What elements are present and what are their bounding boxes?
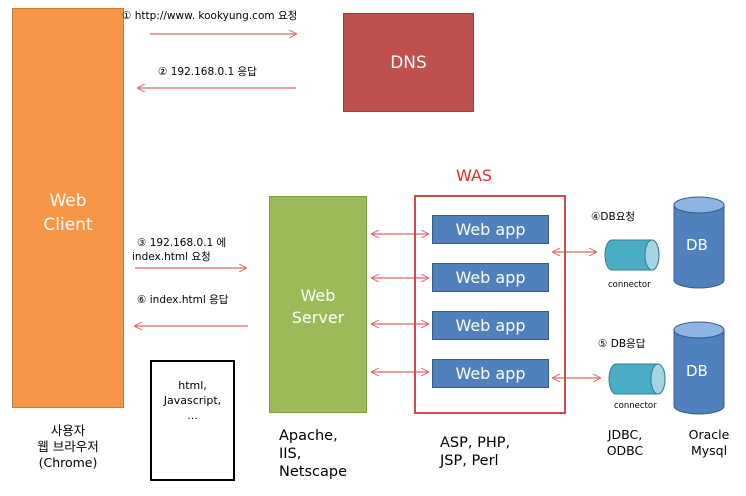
web-server-caption-line3: Netscape <box>279 464 347 480</box>
connector-label-2: connector <box>614 401 657 411</box>
was-caption: ASP, PHP, JSP, Perl <box>440 434 510 470</box>
connector-2 <box>608 363 666 395</box>
web-server-caption-line2: IIS, <box>279 446 302 462</box>
connector-caption-line1: JDBC, <box>607 427 643 442</box>
web-server-caption: Apache, IIS, Netscape <box>279 427 347 481</box>
db-cylinder-1 <box>673 196 725 289</box>
client-caption-line1: 사용자 <box>50 423 86 438</box>
web-app-label-4: Web app <box>455 364 526 383</box>
connector-label-1: connector <box>608 280 651 290</box>
connector-caption-line2: ODBC <box>606 443 644 458</box>
client-caption-line3: (Chrome) <box>38 455 98 470</box>
web-server-line2: Server <box>291 308 345 327</box>
step3-label-line2: index.html 요청 <box>132 251 211 263</box>
connector-1 <box>604 239 660 271</box>
db-caption-line1: Oracle <box>688 427 730 442</box>
step5-label: ⑤ DB응답 <box>598 338 646 350</box>
was-title: WAS <box>456 166 493 185</box>
db-label-1: DB <box>686 236 708 254</box>
web-server-box: Web Server <box>269 196 367 413</box>
step3-label-line1: ③ 192.168.0.1 에 <box>137 237 227 249</box>
web-server-line1: Web <box>300 286 336 305</box>
db-caption-line2: Mysql <box>690 443 728 458</box>
doc-line3: ... <box>187 409 198 422</box>
dns-label: DNS <box>390 52 427 73</box>
was-container <box>414 195 566 414</box>
db-label-2: DB <box>686 362 708 380</box>
step4-label: ④DB요청 <box>591 211 636 223</box>
web-client-line1: Web <box>49 191 87 211</box>
web-server-caption-line1: Apache, <box>279 428 338 444</box>
was-caption-line1: ASP, PHP, <box>440 435 511 451</box>
web-app-label-1: Web app <box>455 220 526 239</box>
web-app-label-2: Web app <box>455 268 526 287</box>
doc-line1: html, <box>178 379 207 392</box>
db-cylinder-2 <box>673 321 725 415</box>
static-files-box: html, Javascript, ... <box>150 360 235 481</box>
web-app-box-1: Web app <box>432 215 549 244</box>
step2-label: ② 192.168.0.1 응답 <box>158 66 257 78</box>
web-client-box: Web Client <box>12 8 124 408</box>
was-caption-line2: JSP, Perl <box>440 453 499 469</box>
web-app-label-3: Web app <box>455 316 526 335</box>
connector-caption: JDBC, ODBC <box>600 427 650 459</box>
web-client-line2: Client <box>43 215 93 235</box>
step6-label: ⑥ index.html 응답 <box>137 294 229 306</box>
db-caption: Oracle Mysql <box>680 427 738 459</box>
web-app-box-2: Web app <box>432 263 549 292</box>
client-caption: 사용자 웹 브라우저 (Chrome) <box>8 423 128 471</box>
client-caption-line2: 웹 브라우저 <box>37 439 99 454</box>
web-app-box-4: Web app <box>432 359 549 388</box>
doc-line2: Javascript, <box>163 394 222 407</box>
step1-label: ① http://www. kookyung.com 요청 <box>122 10 298 22</box>
dns-box: DNS <box>343 13 474 112</box>
web-app-box-3: Web app <box>432 311 549 340</box>
